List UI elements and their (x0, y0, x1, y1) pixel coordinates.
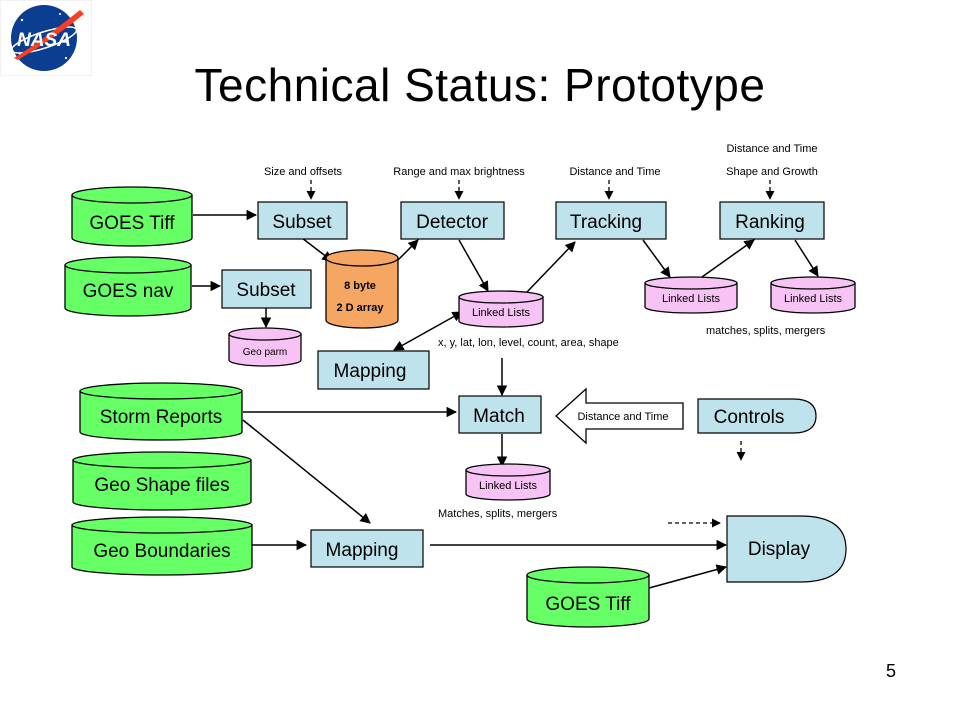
process-mapping-upper-label: Mapping (334, 361, 407, 382)
process-ranking: Ranking (719, 201, 825, 240)
process-subset-nav-label: Subset (236, 280, 296, 301)
process-tracking: Tracking (555, 201, 667, 240)
store-linked-lists-match-label: Linked Lists (479, 480, 538, 492)
store-linked-lists-detector-label: Linked Lists (472, 307, 531, 319)
annotation-distance-time-ranking: Distance and Time (726, 143, 817, 155)
store-goes-tiff-display-label: GOES Tiff (545, 594, 631, 615)
process-detector-label: Detector (416, 212, 488, 233)
store-2d-array: 8 byte 2 D array (325, 249, 399, 329)
store-linked-lists-ranking-label: Linked Lists (784, 293, 843, 305)
display-node: Display (726, 515, 847, 583)
arrow-ranking-to-linked-lists (794, 239, 819, 277)
arrow-storm-reports-to-mapping (242, 419, 371, 524)
process-tracking-label: Tracking (570, 212, 642, 233)
slide-number: 5 (886, 661, 897, 681)
control-input-arrow-label: Distance and Time (577, 411, 668, 423)
process-match-label: Match (473, 406, 525, 427)
nasa-logo-text: NASA (17, 30, 71, 51)
arrow-linked-lists-to-ranking (701, 239, 755, 278)
annotation-fields: x, y, lat, lon, level, count, area, shap… (438, 337, 619, 349)
store-goes-nav: GOES nav (64, 256, 192, 317)
process-mapping-lower-label: Mapping (326, 540, 399, 561)
store-linked-lists-match: Linked Lists (465, 463, 551, 501)
store-geo-boundaries-label: Geo Boundaries (93, 541, 230, 562)
arrow-linked-lists-mapping (393, 311, 463, 351)
store-linked-lists-detector: Linked Lists (458, 290, 544, 328)
process-subset-tiff-label: Subset (272, 212, 332, 233)
process-match: Match (458, 395, 542, 434)
arrow-array-to-detector (397, 239, 419, 261)
annotation-matches-lower: matches, splits, mergers (706, 325, 826, 337)
control-input-arrow: Distance and Time (555, 387, 684, 445)
annotation-shape-growth: Shape and Growth (726, 166, 818, 178)
process-subset-tiff: Subset (257, 201, 348, 240)
store-linked-lists-tracking: Linked Lists (644, 276, 738, 314)
store-geo-parm-label: Geo parm (243, 347, 287, 358)
display-label: Display (748, 539, 811, 560)
page-title: Technical Status: Prototype (194, 59, 766, 111)
annotation-size-offsets: Size and offsets (264, 166, 343, 178)
process-mapping-upper: Mapping (317, 350, 430, 390)
controls-label: Controls (714, 407, 785, 428)
store-geo-parm: Geo parm (228, 327, 302, 367)
process-subset-nav: Subset (221, 269, 312, 309)
store-storm-reports-label: Storm Reports (100, 407, 222, 428)
controls-node: Controls (697, 398, 817, 434)
store-goes-tiff-display: GOES Tiff (526, 566, 650, 628)
store-linked-lists-tracking-label: Linked Lists (662, 293, 721, 305)
store-geo-shape-files: Geo Shape files (72, 451, 252, 511)
annotation-distance-time-tracking: Distance and Time (569, 166, 660, 178)
store-geo-boundaries: Geo Boundaries (71, 516, 253, 576)
store-geo-shape-files-label: Geo Shape files (94, 475, 229, 496)
process-detector: Detector (400, 201, 505, 240)
process-mapping-lower: Mapping (310, 529, 424, 568)
store-linked-lists-ranking: Linked Lists (770, 276, 856, 314)
arrow-detector-to-linked-lists (458, 239, 489, 292)
arrow-linked-lists-to-tracking (526, 241, 576, 293)
store-2d-array-line1: 8 byte (344, 280, 376, 292)
arrow-tracking-to-linked-lists (642, 239, 671, 278)
store-goes-tiff-input: GOES Tiff (71, 186, 193, 247)
store-goes-nav-label: GOES nav (83, 281, 174, 302)
store-goes-tiff-input-label: GOES Tiff (89, 213, 175, 234)
arrow-goes-tiff-to-display (648, 564, 728, 589)
store-2d-array-line2: 2 D array (336, 302, 384, 314)
nasa-logo: NASA (0, 0, 92, 76)
annotation-matches-upper: Matches, splits, mergers (438, 508, 558, 520)
annotation-range-brightness: Range and max brightness (393, 166, 525, 178)
process-ranking-label: Ranking (735, 212, 805, 233)
store-storm-reports: Storm Reports (79, 382, 243, 441)
